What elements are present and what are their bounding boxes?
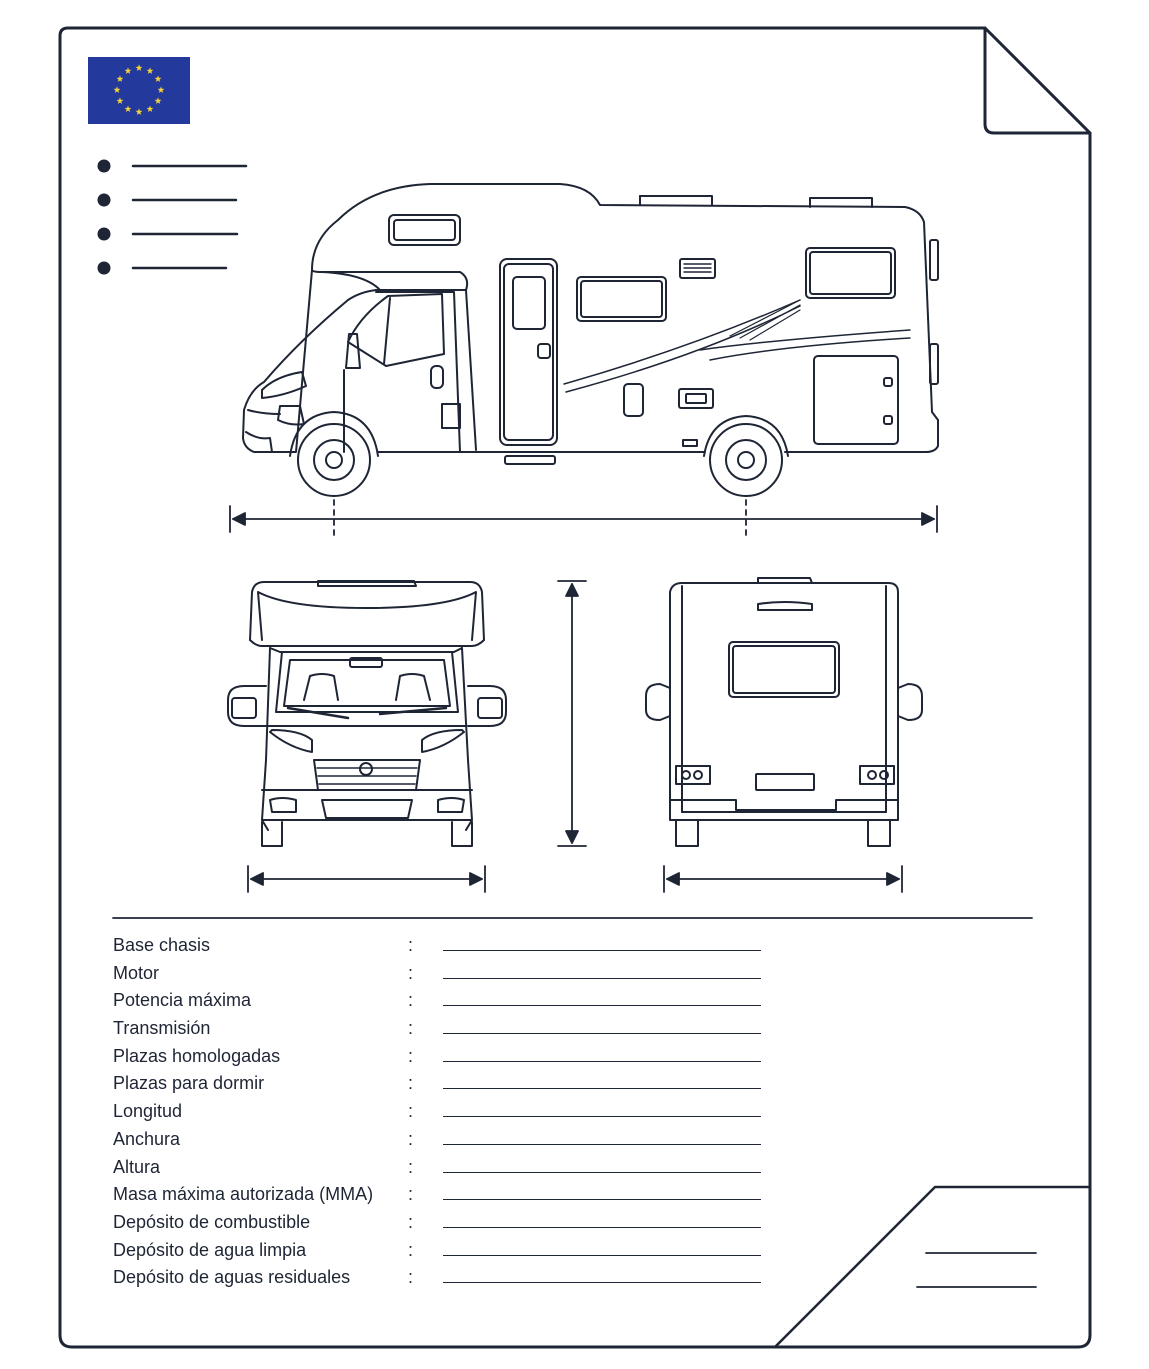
spec-separator: :	[408, 1101, 414, 1122]
spec-label: Potencia máxima	[113, 990, 252, 1011]
spec-separator: :	[408, 1073, 414, 1094]
motorhome-front-view	[227, 580, 507, 847]
spec-table: Base chasis:Motor:Potencia máxima:Transm…	[113, 932, 773, 1292]
bullet-icon	[97, 193, 111, 207]
spec-row: Base chasis:	[113, 932, 773, 960]
spec-value-field[interactable]	[443, 1033, 761, 1035]
star-icon	[135, 108, 143, 115]
spec-separator: :	[408, 1184, 414, 1205]
spec-separator: :	[408, 935, 414, 955]
spec-value-field[interactable]	[443, 950, 761, 951]
star-icon	[116, 75, 124, 82]
spec-value-field[interactable]	[443, 1116, 761, 1118]
spec-row: Transmisión:	[113, 1015, 773, 1043]
star-icon	[116, 97, 124, 104]
spec-label: Motor	[113, 962, 160, 983]
spec-value-field[interactable]	[443, 1060, 761, 1062]
spec-value-field[interactable]	[443, 1143, 761, 1145]
spec-row: Altura:	[113, 1154, 773, 1182]
spec-label: Base chasis	[113, 935, 211, 955]
spec-row: Longitud:	[113, 1098, 773, 1126]
spec-separator: :	[408, 1211, 414, 1232]
star-icon	[146, 67, 154, 74]
star-icon	[124, 105, 132, 112]
star-icon	[154, 75, 162, 82]
spec-separator: :	[408, 1156, 414, 1177]
spec-separator: :	[408, 1267, 414, 1288]
length-dimension	[229, 499, 938, 537]
spec-label: Longitud	[113, 1101, 183, 1122]
header-bullets	[97, 159, 248, 275]
spec-separator: :	[408, 1018, 414, 1039]
bullet-icon	[97, 159, 111, 173]
spec-label: Depósito de combustible	[113, 1211, 311, 1232]
width-dimension-front	[247, 865, 486, 893]
spec-value-field[interactable]	[443, 1254, 761, 1256]
star-icon	[157, 86, 165, 93]
spec-value-field[interactable]	[443, 977, 761, 979]
spec-row: Plazas para dormir:	[113, 1070, 773, 1098]
spec-row: Depósito de aguas residuales:	[113, 1264, 773, 1292]
spec-separator: :	[408, 1045, 414, 1066]
spec-label: Plazas homologadas	[113, 1045, 281, 1066]
motorhome-rear-view	[645, 577, 923, 847]
star-icon	[146, 105, 154, 112]
bottom-corner-fold	[773, 1185, 1092, 1349]
spec-label: Depósito de aguas residuales	[113, 1267, 351, 1288]
spec-row: Depósito de combustible:	[113, 1209, 773, 1237]
bullet-icon	[97, 261, 111, 275]
spec-value-field[interactable]	[443, 1282, 761, 1284]
spec-label: Plazas para dormir	[113, 1073, 265, 1094]
width-dimension-rear	[663, 865, 903, 893]
spec-separator: :	[408, 1239, 414, 1260]
spec-label: Masa máxima autorizada (MMA)	[113, 1184, 374, 1205]
motorhome-side-view	[242, 183, 939, 497]
spec-separator: :	[408, 990, 414, 1011]
spec-separator: :	[408, 1128, 414, 1149]
spec-label: Depósito de agua limpia	[113, 1239, 307, 1260]
top-corner-fold	[983, 26, 1092, 135]
paper-outline	[58, 26, 1092, 1349]
spec-row: Masa máxima autorizada (MMA):	[113, 1181, 773, 1209]
spec-row: Anchura:	[113, 1126, 773, 1154]
spec-row: Motor:	[113, 960, 773, 988]
spec-separator: :	[408, 962, 414, 983]
spec-row: Potencia máxima:	[113, 987, 773, 1015]
star-icon	[124, 67, 132, 74]
bullet-icon	[97, 227, 111, 241]
height-dimension	[557, 580, 587, 847]
eu-flag-icon	[88, 57, 190, 124]
spec-value-field[interactable]	[443, 1088, 761, 1090]
spec-value-field[interactable]	[443, 1226, 761, 1228]
spec-row: Depósito de agua limpia:	[113, 1237, 773, 1265]
spec-value-field[interactable]	[443, 1005, 761, 1007]
star-icon	[113, 86, 121, 93]
spec-label: Anchura	[113, 1128, 181, 1149]
spec-value-field[interactable]	[443, 1171, 761, 1173]
spec-label: Transmisión	[113, 1018, 211, 1039]
spec-value-field[interactable]	[443, 1199, 761, 1201]
star-icon	[154, 97, 162, 104]
spec-row: Plazas homologadas:	[113, 1043, 773, 1071]
spec-label: Altura	[113, 1156, 161, 1177]
star-icon	[135, 64, 143, 71]
